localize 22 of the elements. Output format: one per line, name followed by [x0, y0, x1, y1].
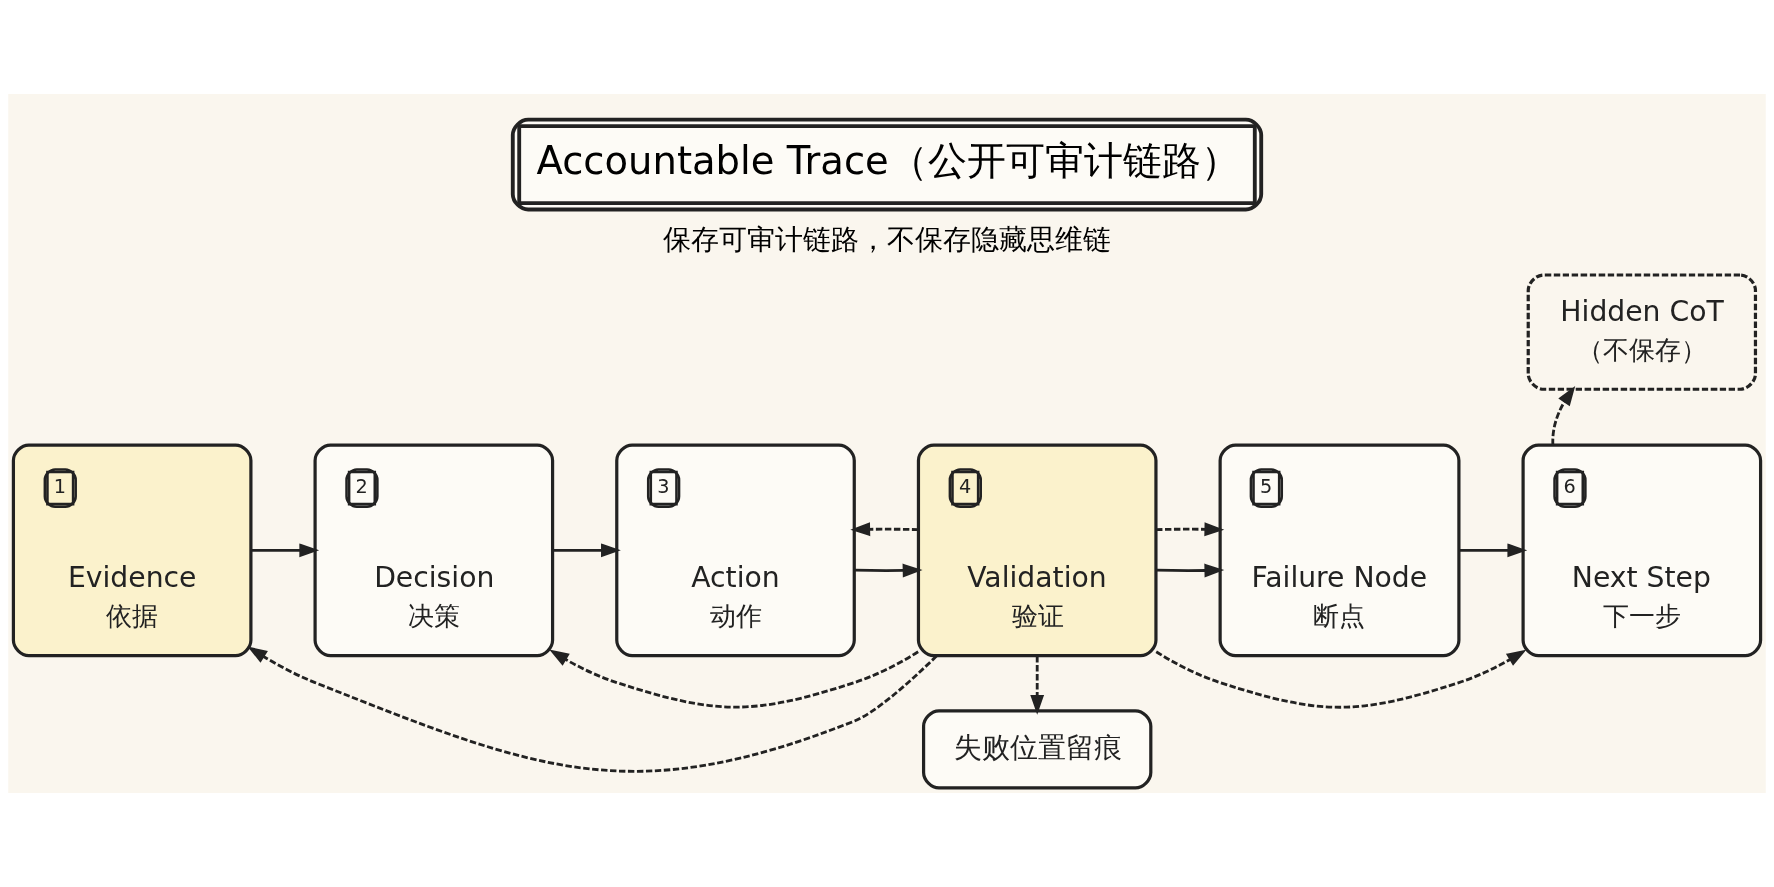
- node-box: 1 Evidence 依据: [11, 443, 253, 658]
- arrow: [1155, 649, 1527, 709]
- arrow: [251, 543, 320, 558]
- node-box: 5 Failure Node 断点: [1218, 443, 1461, 658]
- arrow: [854, 563, 923, 578]
- node-box: 4 Validation 验证: [916, 443, 1158, 658]
- node-box: 失败位置留痕: [922, 709, 1153, 790]
- node-box: 6 Next Step 下一步: [1521, 443, 1763, 658]
- node-box: 2 Decision 决策: [313, 443, 555, 658]
- caption: 保存可审计链路，不保存隐藏思维链: [662, 223, 1111, 257]
- arrow: [850, 522, 919, 537]
- arrow: [1551, 385, 1576, 446]
- diagram-title: Accountable Trace（公开可审计链路）: [536, 138, 1240, 184]
- node-box: Hidden CoT （不保存）: [1526, 273, 1758, 391]
- arrow: [1156, 563, 1225, 578]
- arrow: [1030, 656, 1045, 715]
- arrow: [1156, 522, 1225, 537]
- arrow: [552, 543, 621, 558]
- arrow: [549, 649, 919, 709]
- arrow: [1459, 543, 1528, 558]
- node-box: 3 Action 动作: [615, 443, 856, 658]
- arrow: [247, 646, 938, 773]
